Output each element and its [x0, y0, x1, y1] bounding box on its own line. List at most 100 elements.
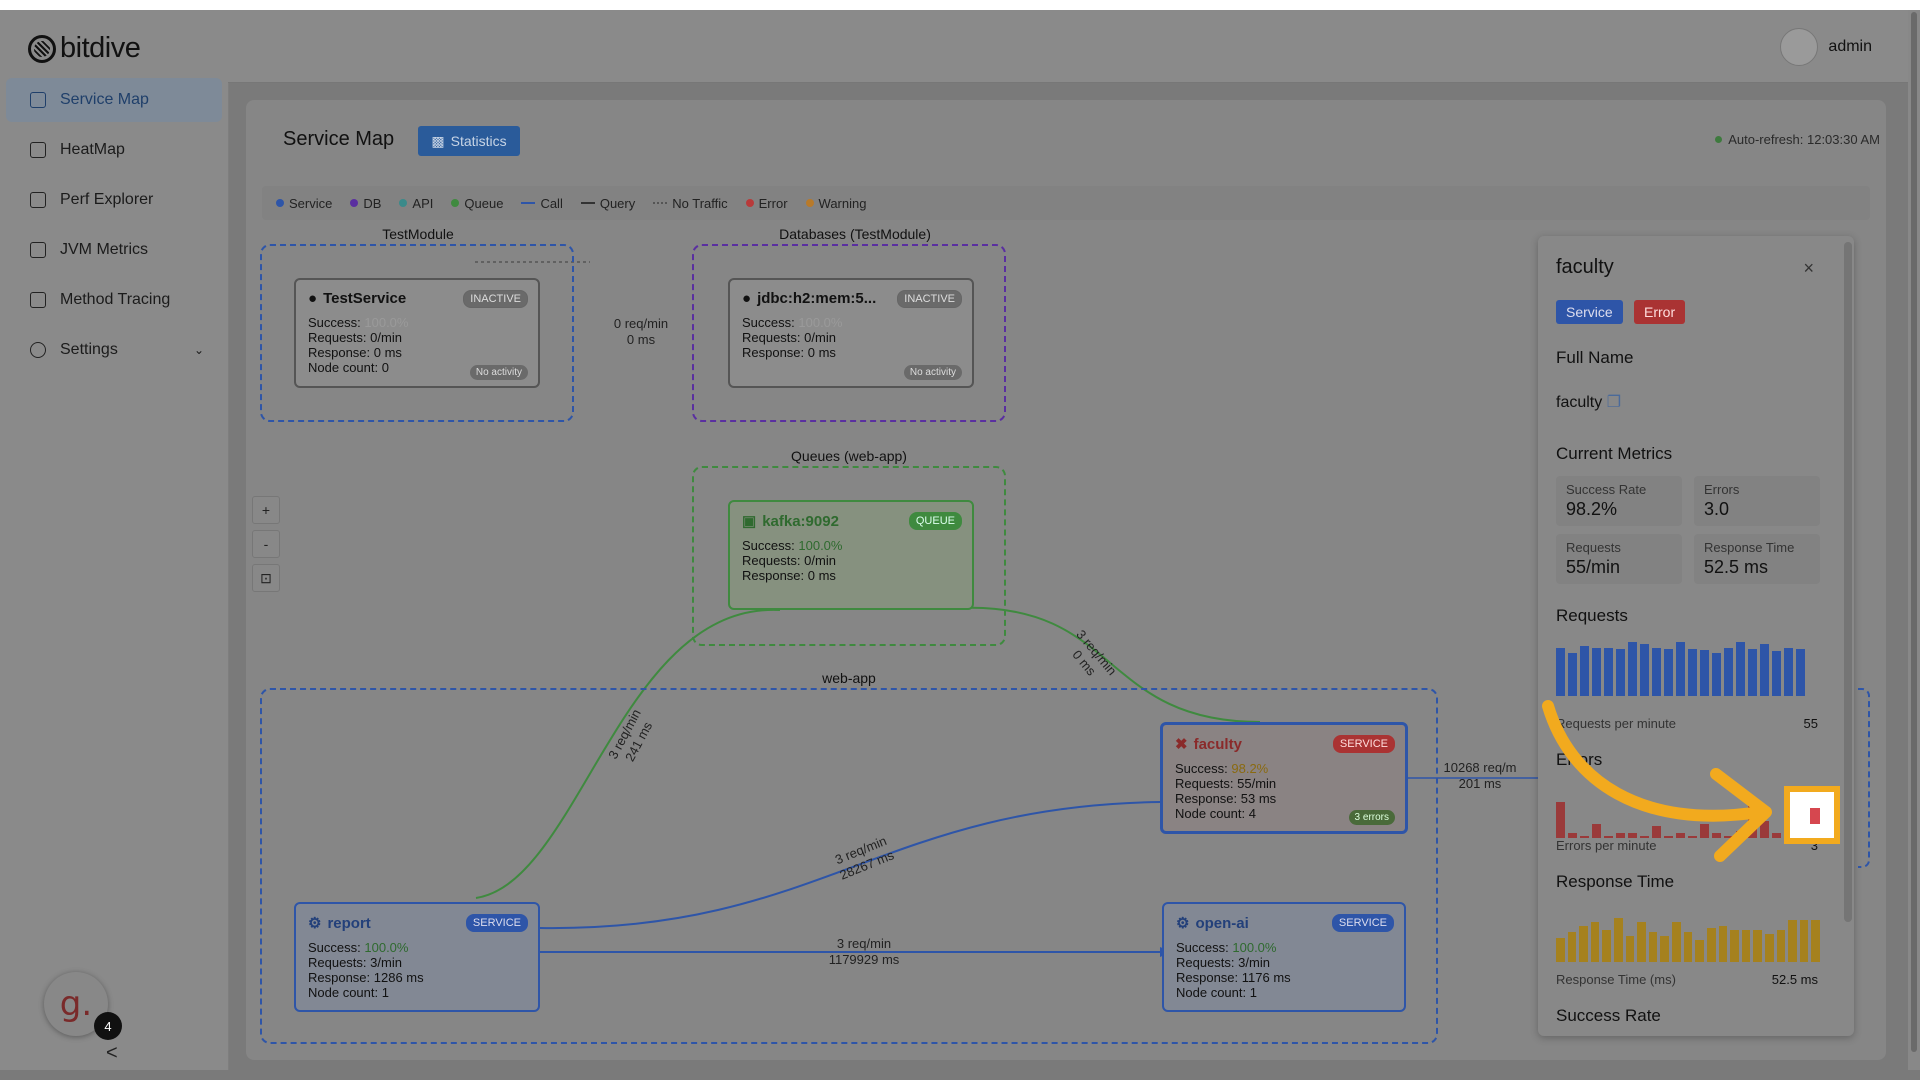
chart-bar: [1652, 826, 1661, 838]
node-report[interactable]: ⚙report SERVICE Success: 100.0% Requests…: [294, 902, 540, 1012]
success-value: 100.0%: [364, 315, 409, 330]
inactive-dot-icon: ●: [308, 290, 318, 307]
status-badge: SERVICE: [1331, 914, 1394, 932]
node-testservice[interactable]: ●TestService INACTIVE Success: 100.0% Re…: [294, 278, 540, 388]
sidebar-item-perf-explorer[interactable]: Perf Explorer: [6, 178, 222, 222]
chart-bar: [1712, 653, 1721, 696]
metric-label: Response Time: [1704, 540, 1795, 555]
chart-bar: [1592, 824, 1601, 838]
support-avatar[interactable]: g.: [44, 972, 108, 1036]
chart-bar: [1695, 940, 1704, 962]
chart-bar: [1637, 922, 1646, 962]
gear-icon: [30, 342, 46, 358]
chart-bar: [1580, 836, 1589, 838]
response-text: Response: 1286 ms: [308, 970, 424, 985]
node-jdbc[interactable]: ●jdbc:h2:mem:5... INACTIVE Success: 100.…: [728, 278, 974, 388]
top-strip: [0, 0, 1920, 10]
errors-heading: Errors: [1556, 750, 1603, 769]
sidebar-item-method-tracing[interactable]: Method Tracing: [6, 278, 222, 322]
no-activity-badge: No activity: [469, 365, 528, 380]
edge-kafka-faculty[interactable]: [959, 606, 1261, 723]
sidebar-item-settings[interactable]: Settings ⌄: [6, 328, 222, 372]
requests-caption-value: 55: [1803, 716, 1818, 731]
auto-refresh-text: Auto-refresh: 12:03:30 AM: [1728, 132, 1880, 147]
copy-icon[interactable]: ❐: [1606, 394, 1622, 411]
response-text: Response: 1176 ms: [1176, 970, 1291, 985]
statistics-button[interactable]: ▩ Statistics: [418, 126, 520, 156]
node-kafka[interactable]: ▣kafka:9092 QUEUE Success: 100.0% Reques…: [728, 500, 974, 610]
chart-bar: [1700, 824, 1709, 838]
fit-view-button[interactable]: ⊡: [252, 564, 280, 592]
edge-report-kafka[interactable]: [475, 608, 781, 899]
page-scrollbar[interactable]: [1908, 10, 1920, 1070]
sidebar-item-label: Method Tracing: [60, 291, 171, 308]
legend-swatch: [451, 199, 460, 207]
node-name: kafka:9092: [762, 512, 839, 530]
scrollbar-thumb[interactable]: [1911, 12, 1917, 1052]
chart-bar: [1760, 644, 1769, 696]
chart-bar: [1776, 930, 1786, 962]
method-tracing-icon: [30, 292, 46, 308]
chart-bar: [1672, 922, 1681, 962]
legend-item-error: Error: [745, 196, 788, 211]
status-badge: SERVICE: [465, 914, 528, 932]
error-x-icon: ✖: [1175, 736, 1188, 753]
node-name: faculty: [1193, 735, 1242, 753]
errors-caption-value: 3: [1810, 838, 1818, 853]
legend-label: No Traffic: [672, 195, 728, 211]
sidebar-nav: Service Map HeatMap Perf Explorer JVM Me…: [6, 78, 222, 378]
node-faculty[interactable]: ✖faculty SERVICE Success: 98.2% Requests…: [1160, 722, 1408, 834]
chart-bar: [1604, 836, 1613, 838]
status-badge: QUEUE: [908, 512, 962, 530]
response-time-caption-value: 52.5 ms: [1771, 972, 1818, 987]
status-badge: SERVICE: [1332, 735, 1395, 753]
metric-value: 3.0: [1704, 499, 1730, 519]
sidebar-item-service-map[interactable]: Service Map: [6, 78, 222, 122]
node-name: TestService: [323, 290, 407, 307]
panel-scrollbar[interactable]: [1844, 242, 1852, 922]
metric-errors: Errors 3.0: [1694, 476, 1820, 526]
no-activity-badge: No activity: [903, 365, 962, 380]
metric-value: 55/min: [1566, 557, 1621, 577]
sidebar-item-jvm-metrics[interactable]: JVM Metrics: [6, 228, 222, 272]
edge-label-faculty-out: 10268 req/m 201 ms: [1420, 760, 1540, 792]
legend-item-query: Query: [580, 196, 635, 211]
requests-heading: Requests: [1556, 606, 1628, 625]
sidebar-item-heatmap[interactable]: HeatMap: [6, 128, 222, 172]
chart-bar: [1590, 922, 1600, 962]
sidebar-item-label: JVM Metrics: [60, 241, 148, 258]
user-menu[interactable]: admin: [1780, 28, 1872, 66]
close-icon[interactable]: ×: [1803, 258, 1814, 278]
node-openai[interactable]: ⚙open-ai SERVICE Success: 100.0% Request…: [1162, 902, 1406, 1012]
edge-report-faculty[interactable]: [539, 801, 1161, 930]
legend-label: Warning: [818, 195, 867, 211]
legend-item-warning: Warning: [805, 195, 867, 211]
zoom-in-button[interactable]: +: [252, 496, 280, 524]
chart-bar: [1640, 644, 1649, 696]
legend-label: Call: [540, 195, 563, 211]
gear-icon: ⚙: [1176, 915, 1190, 932]
chart-bar: [1602, 930, 1612, 962]
errors-caption: Errors per minute: [1556, 838, 1657, 853]
chart-bar: [1688, 649, 1697, 696]
requests-text: Requests: 3/min: [308, 955, 402, 970]
success-label: Success:: [308, 315, 361, 330]
zoom-out-button[interactable]: -: [252, 530, 280, 558]
collapse-sidebar-button[interactable]: <: [106, 1042, 118, 1064]
chart-bar: [1688, 836, 1697, 838]
highlighted-error-bar[interactable]: [1784, 786, 1840, 844]
chart-bar: [1568, 833, 1577, 838]
chart-bar: [1772, 833, 1781, 838]
statistics-label: Statistics: [450, 133, 507, 149]
legend-item-call: Call: [521, 195, 563, 211]
legend-item-service: Service: [276, 196, 332, 211]
edge-time: 0 ms: [626, 332, 656, 347]
errors-bars: [1556, 782, 1820, 838]
page-title: Service Map: [283, 128, 395, 150]
metrics-heading: Current Metrics: [1556, 444, 1673, 463]
edges-layer: [475, 261, 1550, 957]
response-time-chart: [1556, 906, 1821, 962]
brand-logo[interactable]: bitdive: [28, 32, 141, 65]
auto-refresh-status: Auto-refresh: 12:03:30 AM: [1715, 132, 1880, 147]
node-count-text: Node count: 1: [1176, 985, 1257, 1000]
